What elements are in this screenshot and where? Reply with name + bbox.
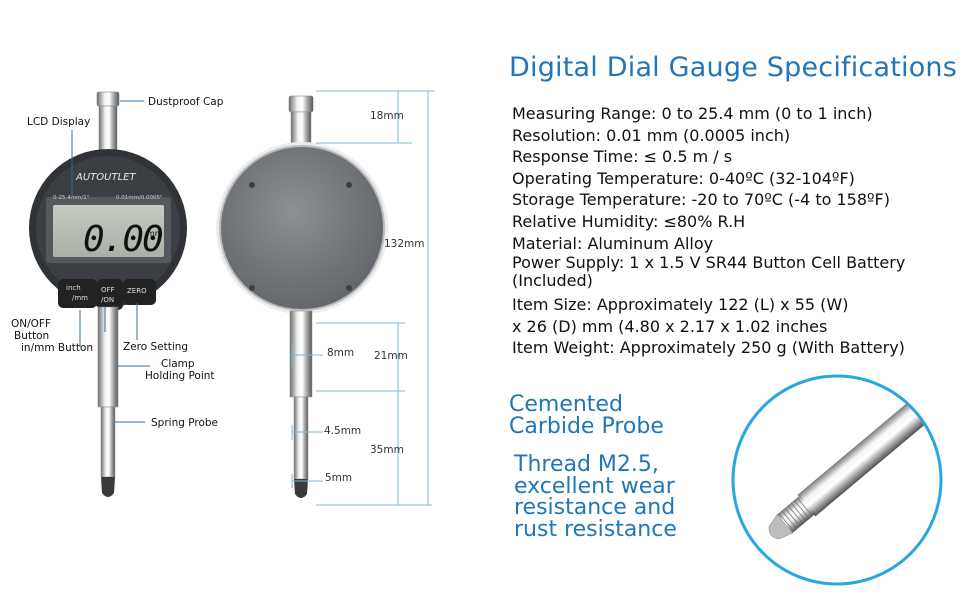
- lcd-display: [53, 205, 164, 257]
- specs-list: Measuring Range: 0 to 25.4 mm (0 to 1 in…: [512, 103, 962, 359]
- spec-item: Power Supply: 1 x 1.5 V SR44 Button Cell…: [512, 253, 906, 291]
- dustproof-cap: [96, 91, 120, 107]
- spring-probe-label: Spring Probe: [151, 417, 219, 429]
- probe-desc-line: excellent wear: [514, 473, 675, 499]
- spec-item: Resolution: 0.01 mm (0.0005 inch): [512, 125, 791, 145]
- holding-point-label: Holding Point: [145, 370, 215, 382]
- mm-label: /mm: [72, 294, 88, 302]
- gauge-front: [29, 91, 187, 497]
- callout-lines: [71, 100, 150, 423]
- probe-desc-line: resistance and: [514, 495, 676, 520]
- zero-button[interactable]: [123, 279, 156, 305]
- gauge-back: [216, 95, 388, 498]
- dim-132mm: 132mm: [384, 238, 425, 250]
- dim-8mm: 8mm: [327, 347, 355, 359]
- spec-item: Item Weight: Approximately 250 g (With B…: [512, 338, 905, 358]
- resolution-text: 0.01mm/0.0005": [116, 195, 163, 201]
- lcd-display-label: LCD Display: [27, 116, 91, 128]
- on-label: /ON: [101, 296, 114, 304]
- spec-item: Relative Humidity: ≤80% R.H: [512, 211, 746, 231]
- screw-icon: [249, 182, 255, 188]
- probe-closeup: [731, 374, 943, 586]
- inmm-button-label: in/mm Button: [21, 342, 94, 354]
- inch-mm-button[interactable]: [58, 279, 97, 308]
- dim-21mm: 21mm: [374, 350, 408, 362]
- dimension-lines: [291, 90, 435, 506]
- dim-18mm: 18mm: [370, 110, 404, 122]
- spec-item: Item Size: Approximately 122 (L) x 55 (W…: [512, 295, 849, 315]
- probe-desc-line: Thread M2.5,: [514, 452, 659, 477]
- range-text: 0-25.4mm/1": [53, 195, 89, 201]
- zero-setting-label: Zero Setting: [123, 341, 189, 353]
- bottom-stem: [97, 306, 119, 408]
- screw-icon: [249, 285, 255, 291]
- spec-item: Storage Temperature: -20 to 70ºC (-4 to …: [512, 190, 890, 210]
- clamp-label: Clamp: [161, 358, 195, 370]
- zero-label: ZERO: [127, 287, 147, 295]
- specs-title: Digital Dial Gauge Specifications: [509, 52, 957, 83]
- spring-probe: [100, 406, 116, 478]
- lcd-reading: 0.00: [83, 219, 162, 260]
- off-label: OFF: [101, 286, 115, 294]
- spec-item: Measuring Range: 0 to 25.4 mm (0 to 1 in…: [512, 104, 873, 123]
- button-label: Button: [14, 330, 50, 342]
- dim-5mm: 5mm: [325, 472, 353, 484]
- spec-item: Response Time: ≤ 0.5 m / s: [512, 147, 733, 167]
- off-on-button[interactable]: [97, 279, 123, 310]
- probe-title: Cemented Carbide Probe: [509, 394, 664, 438]
- closeup-border: [731, 374, 943, 586]
- back-cover: [219, 145, 385, 311]
- screw-icon: [346, 285, 352, 291]
- spec-item: x 26 (D) mm (4.80 x 2.17 x 1.02 inches: [512, 316, 828, 336]
- probe-title-line: Cemented: [509, 392, 623, 417]
- dim-35mm: 35mm: [370, 444, 404, 456]
- probe-tip: [101, 477, 115, 497]
- probe-desc-line: rust resistance: [514, 516, 677, 542]
- probe-description: Thread M2.5, excellent wear resistance a…: [514, 454, 677, 540]
- lcd-unit: mm: [147, 229, 163, 238]
- inch-label: inch: [66, 284, 81, 292]
- spec-item: Material: Aluminum Alloy: [512, 233, 714, 253]
- dim-4-5mm: 4.5mm: [324, 425, 362, 437]
- on-off-label: ON/OFF: [11, 318, 52, 330]
- dustproof-cap-label: Dustproof Cap: [148, 96, 224, 108]
- spec-item: Operating Temperature: 0-40ºC (32-104ºF): [512, 168, 855, 188]
- probe-title-line: Carbide Probe: [509, 414, 664, 439]
- screw-icon: [346, 182, 352, 188]
- brand-logo: AUTOUTLET: [75, 172, 136, 183]
